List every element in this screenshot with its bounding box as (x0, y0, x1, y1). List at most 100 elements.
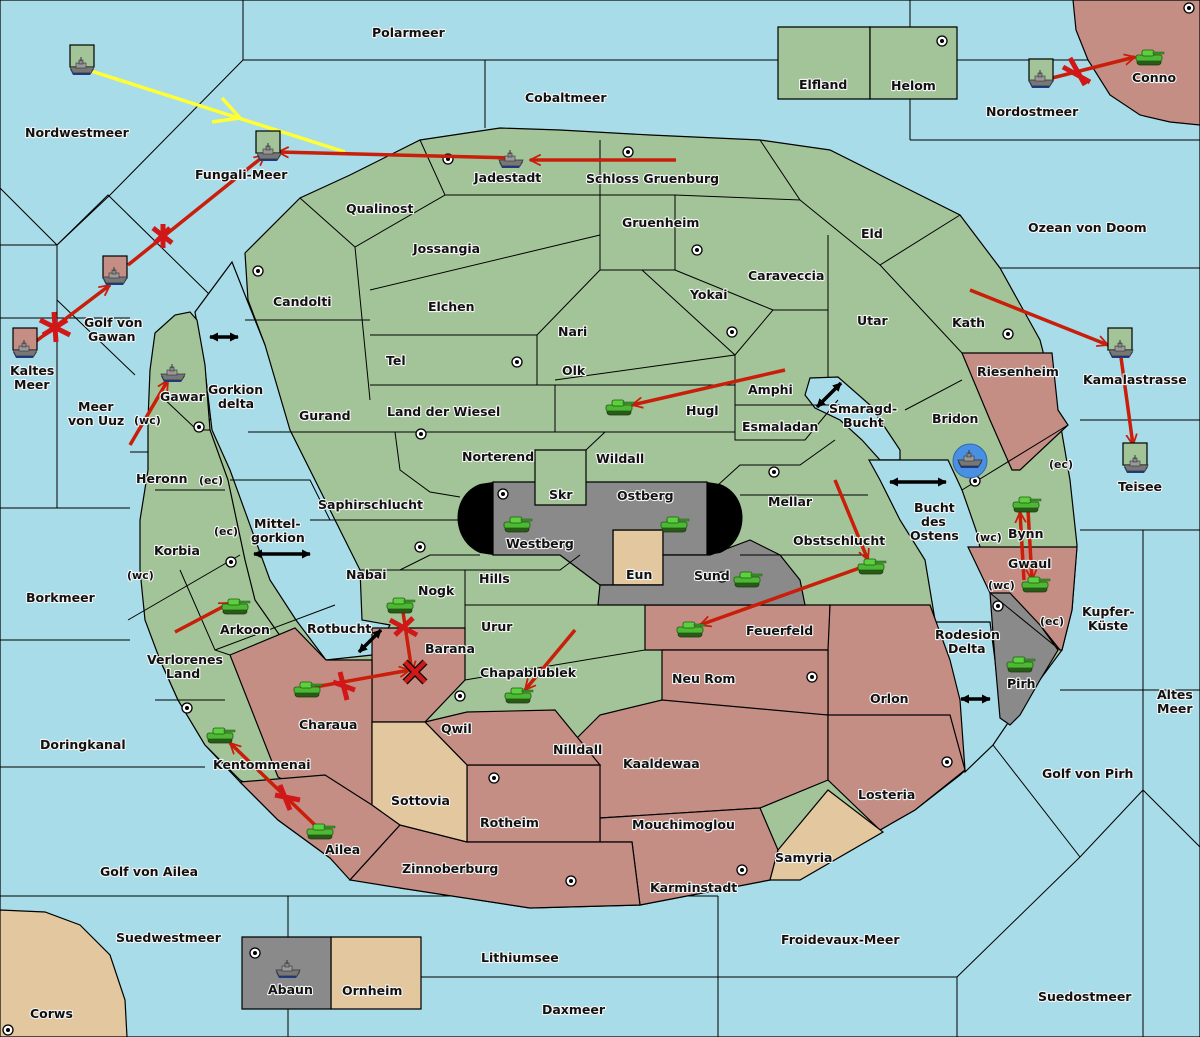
supply-center-dot (945, 760, 949, 764)
label-neu-rom: Neu Rom (672, 671, 735, 686)
label-corws: Corws (30, 1006, 73, 1021)
fail-mark (332, 671, 356, 701)
coast-label: (ec) (199, 474, 223, 487)
label-kamalastrasse: Kamalastrasse (1083, 372, 1187, 387)
label-orlon: Orlon (870, 691, 909, 706)
label-nabai: Nabai (346, 567, 387, 582)
label-gwaul: Gwaul (1008, 556, 1051, 571)
label-qualinost: Qualinost (346, 201, 413, 216)
label-qwil: Qwil (441, 721, 472, 736)
label-conno: Conno (1132, 70, 1177, 85)
coast-label: (wc) (975, 531, 1002, 544)
label-elfland: Elfland (799, 77, 847, 92)
label-altes-meer: Altes (1157, 687, 1193, 702)
label-gorkion-delta: Gorkion (208, 382, 263, 397)
label-bucht-des-ostens: Ostens (910, 528, 959, 543)
label-abaun: Abaun (268, 982, 313, 997)
label-zinnoberburg: Zinnoberburg (402, 861, 498, 876)
order-mellar-obst (833, 479, 868, 560)
label-kupfer-kueste: Küste (1088, 618, 1128, 633)
label-teisee: Teisee (1118, 479, 1162, 494)
label-mittelgorkion: gorkion (251, 530, 305, 545)
label-wildall: Wildall (596, 451, 644, 466)
label-rotbucht: Rotbucht (307, 621, 371, 636)
label-ornheim: Ornheim (342, 983, 402, 998)
label-westberg: Westberg (506, 536, 574, 551)
label-candolti: Candolti (273, 294, 332, 309)
supply-center-dot (197, 425, 201, 429)
label-riesenheim: Riesenheim (977, 364, 1059, 379)
supply-center-dot (772, 470, 776, 474)
order-kath-kamala (969, 288, 1108, 345)
label-gurand: Gurand (299, 408, 351, 423)
label-nilldall: Nilldall (553, 742, 602, 757)
label-eun: Eun (626, 567, 652, 582)
label-eld: Eld (861, 226, 883, 241)
impassable-west (457, 482, 493, 555)
label-jadestadt: Jadestadt (473, 170, 541, 185)
land-helom (869, 26, 958, 100)
supply-center-dot (740, 868, 744, 872)
red-territories (229, 0, 1200, 909)
orders (33, 56, 1135, 830)
label-golf-von-ailea: Golf von Ailea (100, 864, 198, 879)
supply-center-dot (256, 269, 260, 273)
order-arrow-yellow-head (211, 96, 244, 124)
coast-labels: (wc) (ec) (ec) (wc) (ec) (wc) (wc) (ec) (126, 413, 1074, 629)
coast-label: (ec) (214, 525, 238, 538)
label-fungali-meer: Fungali-Meer (195, 167, 288, 182)
label-ailea: Ailea (325, 842, 360, 857)
label-nari: Nari (558, 324, 587, 339)
label-jossangia: Jossangia (412, 241, 480, 256)
label-froidevaux-meer: Froidevaux-Meer (781, 932, 900, 947)
fail-mark (151, 224, 174, 248)
label-kath: Kath (952, 315, 985, 330)
label-sund: Sund (694, 568, 730, 583)
label-verlorenes-land: Verlorenes (147, 652, 223, 667)
supply-center-dot (419, 432, 423, 436)
land-skr (534, 449, 587, 506)
supply-center-dot (940, 39, 944, 43)
supply-center-dot (253, 951, 257, 955)
label-bridon: Bridon (932, 411, 978, 426)
order-obst-feuerfeld (700, 563, 869, 625)
label-gawar: Gawar (160, 389, 206, 404)
supply-center-dot (492, 776, 496, 780)
label-schloss-gruenburg: Schloss Gruenburg (586, 171, 719, 186)
label-korbia: Korbia (154, 543, 200, 558)
label-smaragd-bucht: Bucht (843, 415, 884, 430)
coast-label: (wc) (134, 414, 161, 427)
sea-labels: Polarmeer Cobaltmeer Nordwestmeer Fungal… (9, 24, 1195, 1018)
order-kamala-teisee (1118, 349, 1133, 445)
label-amphi: Amphi (748, 382, 793, 397)
label-rodesion-delta: Rodesion (935, 627, 1000, 642)
supply-center-dot (458, 694, 462, 698)
label-hills: Hills (479, 571, 510, 586)
label-mouchimoglou: Mouchimoglou (632, 817, 735, 832)
sea-gorkion-channel (194, 260, 391, 661)
label-bucht-des-ostens: Bucht (914, 500, 955, 515)
label-doringkanal: Doringkanal (40, 737, 126, 752)
label-chapablublek: Chapablublek (480, 665, 577, 680)
supply-center-dot (418, 545, 422, 549)
order-charaua-barana (314, 670, 410, 689)
tan-territories (0, 529, 885, 1037)
supply-center-dot (515, 360, 519, 364)
label-bucht-des-ostens: des (921, 514, 946, 529)
supply-center-dot (996, 604, 1000, 608)
order-nogk-barana (401, 611, 412, 672)
supply-center-dot (6, 1028, 10, 1032)
label-losteria: Losteria (858, 787, 915, 802)
fail-mark (1061, 56, 1092, 87)
label-utar: Utar (857, 313, 889, 328)
dislodge-x (403, 660, 427, 684)
supply-center-dot (185, 706, 189, 710)
label-altes-meer: Meer (1157, 701, 1193, 716)
label-kaltes-meer: Kaltes (10, 363, 54, 378)
label-barana: Barana (425, 641, 475, 656)
label-mellar: Mellar (768, 494, 813, 509)
label-meer-von-uuz: Meer (78, 399, 114, 414)
label-olk: Olk (562, 363, 586, 378)
label-rodesion-delta: Delta (948, 641, 986, 656)
label-heronn: Heronn (136, 471, 188, 486)
